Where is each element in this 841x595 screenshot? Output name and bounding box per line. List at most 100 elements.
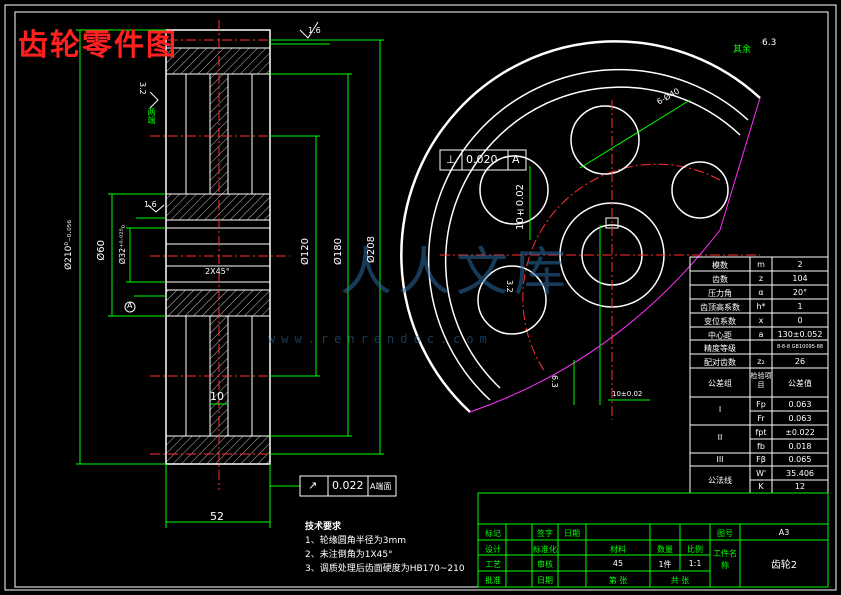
tb-date2: 日期 xyxy=(537,576,553,585)
perp-symbol: ⊥ xyxy=(446,153,456,166)
param-val: 2 xyxy=(797,260,803,269)
tol-header-group: 公差组 xyxy=(708,379,732,388)
tb-mark: 标记 xyxy=(485,529,501,538)
tol-group: III xyxy=(716,455,724,464)
dim-keyway-depth: 10±0.02 xyxy=(515,184,526,230)
rim-upper xyxy=(165,47,271,75)
tb-scale: 1:1 xyxy=(688,559,702,568)
runout-frame xyxy=(299,475,397,497)
dim-d208: Ø208 xyxy=(366,236,377,263)
param-name: 精度等级 xyxy=(704,344,736,353)
perp-datum: A xyxy=(512,153,520,166)
tb-workpiece: 齿轮2 xyxy=(770,560,798,571)
roughness-overall-symbol: 6.3 xyxy=(762,38,777,48)
check-name: 公法线 xyxy=(708,476,732,485)
tol-sym: fb xyxy=(757,442,765,451)
tech-item: 2、未注倒角为1X45° xyxy=(305,550,393,560)
param-name: 模数 xyxy=(712,261,728,270)
roughness-left: 3.2 xyxy=(138,82,147,95)
param-sym: a xyxy=(758,330,764,339)
section-view xyxy=(76,20,384,528)
roughness-keyway-side: 6.3 xyxy=(550,375,559,388)
tol-header-value: 公差值 xyxy=(788,379,812,388)
runout-symbol: ↗ xyxy=(308,479,318,492)
tb-process: 工艺 xyxy=(485,560,501,569)
param-val: 0 xyxy=(797,316,803,325)
watermark-main: 人人文库 xyxy=(340,243,573,303)
param-name: 中心距 xyxy=(708,331,732,340)
param-sym: α xyxy=(758,288,764,297)
param-val: 104 xyxy=(792,274,808,283)
param-name: 变位系数 xyxy=(704,317,736,326)
lightening-hole xyxy=(570,105,640,175)
datum-label: A xyxy=(127,301,133,310)
roughness-side-mid: 1.6 xyxy=(144,200,157,209)
param-sym: x xyxy=(758,316,764,325)
tech-title: 技术要求 xyxy=(305,522,342,532)
check-val: 35.406 xyxy=(786,469,814,478)
tb-total: 共 张 xyxy=(670,576,690,585)
dim-keyway-width: 10±0.02 xyxy=(612,390,643,398)
tb-drawing-no-label: 图号 xyxy=(717,529,733,538)
param-name: 压力角 xyxy=(708,289,732,298)
param-sym: h* xyxy=(756,302,766,311)
perp-value: 0.020 xyxy=(466,153,498,166)
param-sym: m xyxy=(757,260,765,269)
lightening-hole xyxy=(479,155,549,225)
runout-datum: A端面 xyxy=(370,482,392,491)
tb-approve: 批准 xyxy=(485,576,501,585)
param-sym: z xyxy=(758,274,764,283)
tb-sheet: 第 张 xyxy=(608,576,628,585)
gear-param-table xyxy=(689,256,829,494)
tech-item: 1、轮缘圆角半径为3mm xyxy=(305,536,406,546)
tb-scale-label: 比例 xyxy=(687,545,703,554)
rim-lower xyxy=(165,435,271,465)
tb-drawing-no: A3 xyxy=(778,528,790,537)
param-val: 8-8-8 GB10095-88 xyxy=(776,344,824,350)
dim-chamfer: 2X45° xyxy=(205,267,230,276)
hub-upper xyxy=(165,193,271,221)
hub-lower xyxy=(165,289,271,317)
roughness-left-label: 两端 xyxy=(147,108,156,124)
tb-material-label: 材料 xyxy=(610,545,626,554)
tol-header-item: 检验项目 xyxy=(750,372,772,389)
dim-d32: Ø32⁺⁰·⁰²⁵₀ xyxy=(118,225,127,265)
tech-requirements: 技术要求 1、轮缘圆角半径为3mm 2、未注倒角为1X45° 3、调质处理后齿面… xyxy=(305,520,465,576)
roughness-overall-label: 其余 xyxy=(733,45,752,55)
param-val: 20° xyxy=(792,288,808,297)
tb-design: 设计 xyxy=(485,545,501,554)
drawing-title: 齿轮零件图 xyxy=(18,28,178,63)
check-val: 12 xyxy=(794,482,806,491)
tb-review: 审核 xyxy=(537,560,553,569)
tb-material: 45 xyxy=(612,559,624,568)
lightening-hole xyxy=(671,161,729,219)
runout-value: 0.022 xyxy=(332,479,364,492)
param-name: 齿数 xyxy=(712,275,728,284)
tol-group: II xyxy=(717,433,723,442)
dim-web: 10 xyxy=(210,390,224,403)
tol-group: I xyxy=(718,405,722,414)
tb-qty: 1件 xyxy=(658,560,672,569)
param-val: 26 xyxy=(794,357,806,366)
dim-d180: Ø180 xyxy=(333,238,344,265)
roughness-bore: 3.2 xyxy=(505,280,514,293)
dim-d60: Ø60 xyxy=(96,240,107,261)
datum-circle xyxy=(124,301,136,313)
tol-val: 0.063 xyxy=(788,400,812,409)
check-sym: K xyxy=(758,482,764,491)
gear-outline xyxy=(165,29,271,465)
dim-d120: Ø120 xyxy=(300,238,311,265)
tol-val: ±0.022 xyxy=(785,428,815,437)
param-name: 齿顶高系数 xyxy=(700,303,740,312)
tol-sym: Fβ xyxy=(756,455,766,464)
check-sym: W' xyxy=(755,469,767,478)
tb-qty-label: 数量 xyxy=(657,545,673,554)
tol-sym: fpt xyxy=(755,428,767,437)
dim-width: 52 xyxy=(210,510,224,523)
tb-date: 日期 xyxy=(564,529,580,538)
roughness-side-top: 1.6 xyxy=(308,26,321,35)
front-view xyxy=(400,40,761,420)
tech-item: 3、调质处理后齿面硬度为HB170~210 xyxy=(305,564,465,574)
title-block xyxy=(477,492,829,588)
